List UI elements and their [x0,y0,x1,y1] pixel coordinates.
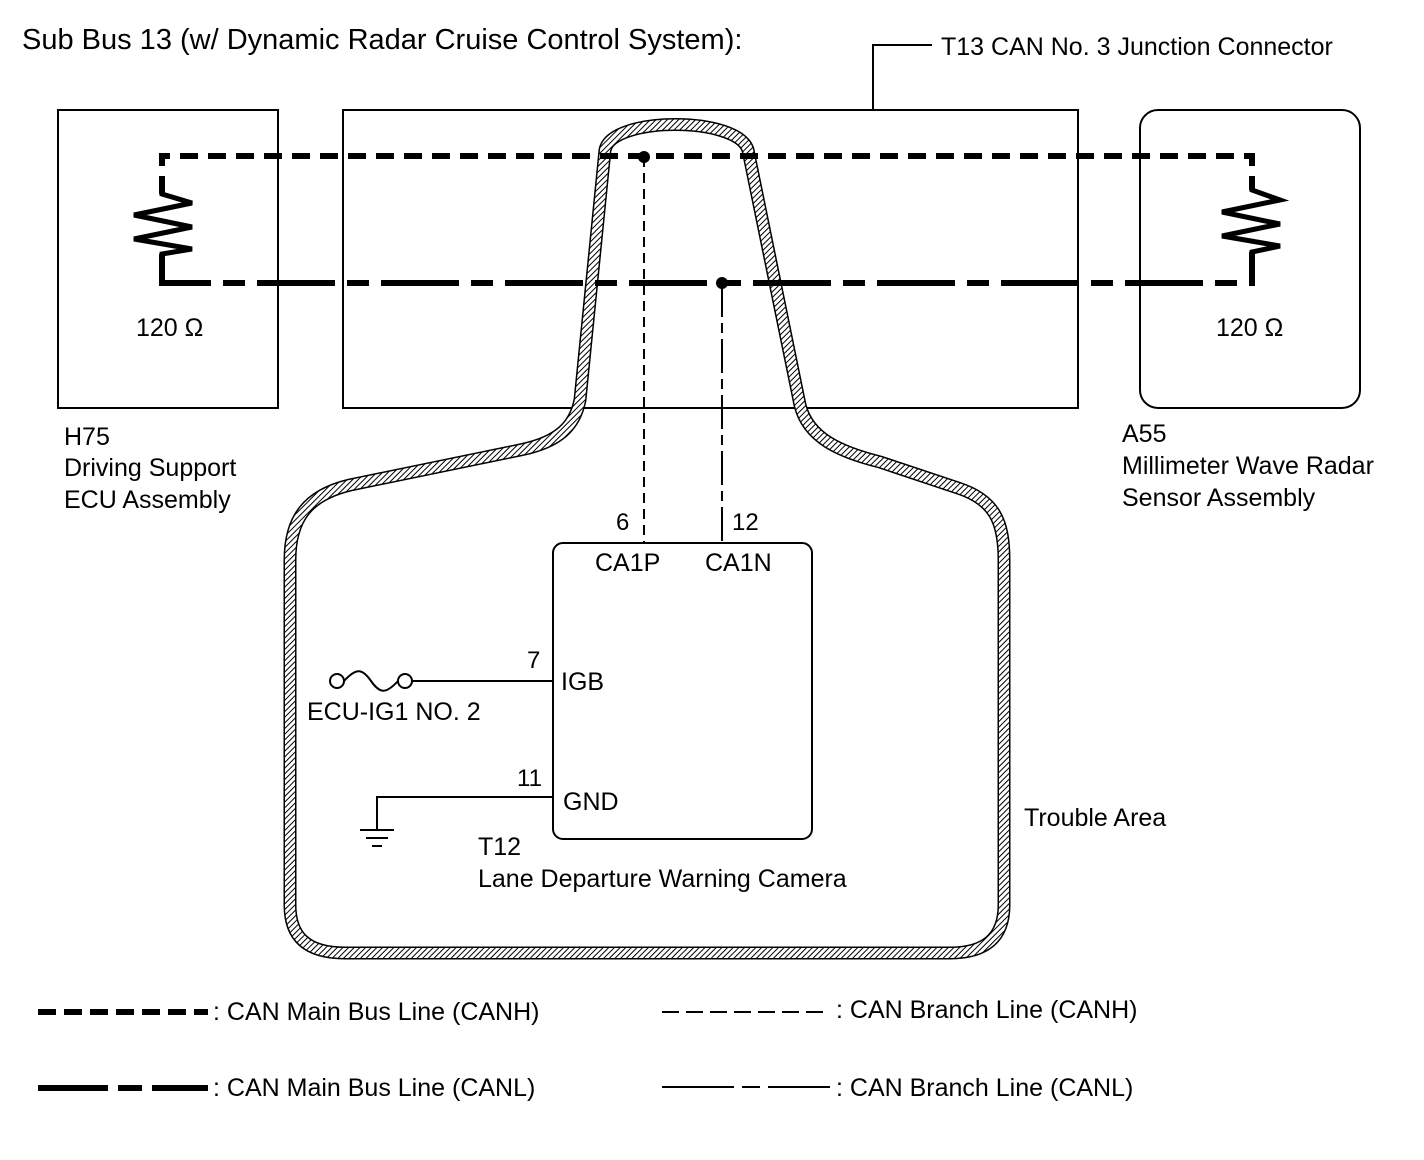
diagram-title: Sub Bus 13 (w/ Dynamic Radar Cruise Cont… [22,24,742,56]
camera-name: Lane Departure Warning Camera [478,865,847,893]
junction-connector-label: T13 CAN No. 3 Junction Connector [941,33,1333,61]
gnd-wire [376,796,553,829]
fuse-terminal-left [329,673,345,689]
pin-igb-number: 7 [527,647,540,674]
pin-igb-name: IGB [561,668,604,696]
trouble-area-label: Trouble Area [1024,804,1166,832]
pin-gnd-number: 11 [517,765,542,792]
left-ecu-name-line2: ECU Assembly [64,486,231,514]
left-resistor-value: 120 Ω [136,314,203,342]
fuse-terminal-right [397,673,413,689]
junction-connector-box [342,109,1079,409]
legend-branch-canl-label: : CAN Branch Line (CANL) [836,1074,1133,1102]
right-ecu-name-line2: Sensor Assembly [1122,484,1316,512]
left-ecu-code: H75 [64,423,110,451]
legend-main-canl-label: : CAN Main Bus Line (CANL) [213,1074,535,1102]
pin-ca1p-number: 6 [616,509,629,536]
trouble-area-hatch [285,119,1009,958]
left-resistor-symbol [133,191,193,257]
left-ecu-box [57,109,279,409]
right-resistor-value: 120 Ω [1216,314,1283,342]
can-main-canl-line [159,252,1255,286]
junction-leader-line [872,44,932,110]
legend-main-canh-label: : CAN Main Bus Line (CANH) [213,998,539,1026]
camera-code: T12 [478,833,521,861]
right-ecu-code: A55 [1122,420,1166,448]
camera-box [552,542,813,840]
right-resistor-symbol [1221,187,1290,255]
pin-gnd-name: GND [563,788,619,816]
fuse-icon [343,670,399,692]
pin-ca1n-number: 12 [732,509,759,536]
pin-ca1p-name: CA1P [595,549,660,577]
legend-branch-canh-label: : CAN Branch Line (CANH) [836,996,1137,1024]
right-ecu-name-line1: Millimeter Wave Radar [1122,452,1374,480]
pin-ca1n-name: CA1N [705,549,772,577]
left-ecu-name-line1: Driving Support [64,454,236,482]
fuse-label: ECU-IG1 NO. 2 [307,698,481,726]
